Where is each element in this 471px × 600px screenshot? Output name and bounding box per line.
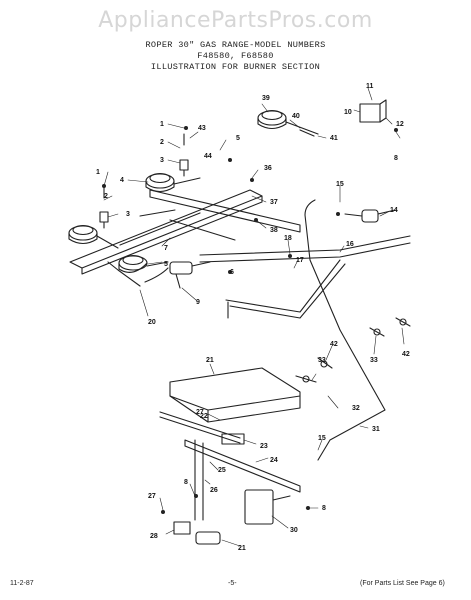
callout-8: 8: [184, 479, 188, 486]
callout-17: 17: [296, 257, 304, 264]
callout-33: 33: [318, 357, 326, 364]
leader-lines: [103, 87, 405, 547]
burner-right-front: [118, 254, 169, 273]
callout-9: 9: [196, 299, 200, 306]
callout-2: 2: [104, 193, 108, 200]
callout-43: 43: [198, 125, 206, 132]
callout-22: 22: [200, 413, 208, 420]
callout-4: 4: [120, 177, 124, 184]
burner-valve: [169, 261, 211, 289]
burner-top-right: [257, 109, 319, 137]
watermark: AppliancePartsPros.com: [98, 8, 373, 33]
callout-8: 8: [394, 155, 398, 162]
callout-32: 32: [352, 405, 360, 412]
diagram-title: ROPER 30" GAS RANGE-MODEL NUMBERS: [145, 40, 326, 50]
burner-bracket: [69, 189, 263, 275]
callout-27: 27: [148, 493, 156, 500]
callout-5: 5: [236, 135, 240, 142]
revision-date: 11-2-87: [10, 580, 34, 587]
callout-20: 20: [148, 319, 156, 326]
bracket-clip: [173, 521, 191, 535]
callout-24: 24: [270, 457, 278, 464]
callout-2: 2: [160, 139, 164, 146]
callout-40: 40: [292, 113, 300, 120]
safety-valve: [244, 489, 291, 525]
parts-list-note: (For Parts List See Page 6): [360, 580, 445, 587]
callout-8: 8: [322, 505, 326, 512]
callout-39: 39: [262, 95, 270, 102]
callout-30: 30: [290, 527, 298, 534]
oven-burner: [159, 411, 245, 445]
callout-15: 15: [336, 181, 344, 188]
spark-igniter: [99, 133, 189, 229]
cross-bar: [139, 189, 301, 241]
callout-10: 10: [344, 109, 352, 116]
callout-21: 21: [206, 357, 214, 364]
callout-27: 27: [196, 409, 204, 416]
callout-41: 41: [330, 135, 338, 142]
callout-36: 36: [264, 165, 272, 172]
manifold-pipe: [199, 235, 411, 319]
callout-1: 1: [160, 121, 164, 128]
gas-supply-line: [304, 199, 386, 461]
callout-21: 21: [238, 545, 246, 552]
igniter-base: [195, 531, 221, 545]
callout-23: 23: [260, 443, 268, 450]
callout-3: 3: [160, 157, 164, 164]
gas-tube: [107, 261, 141, 287]
callout-14: 14: [390, 207, 398, 214]
callout-42: 42: [402, 351, 410, 358]
model-numbers: F48580, F68580: [197, 51, 274, 61]
callout-44: 44: [204, 153, 212, 160]
callout-18: 18: [284, 235, 292, 242]
oven-burner-bracket: [184, 439, 301, 521]
orifice-fitting: [295, 317, 411, 383]
callout-42: 42: [330, 341, 338, 348]
callout-5: 5: [164, 261, 168, 268]
callout-33: 33: [370, 357, 378, 364]
callout-6: 6: [230, 269, 234, 276]
callout-37: 37: [270, 199, 278, 206]
callout-1: 1: [96, 169, 100, 176]
burner-shield: [169, 367, 301, 423]
burner-left-front: [68, 224, 119, 249]
section-title: ILLUSTRATION FOR BURNER SECTION: [150, 62, 321, 72]
callout-26: 26: [210, 487, 218, 494]
callout-numbers: 1432344514237520693637383940411110128151…: [96, 83, 410, 552]
callout-15: 15: [318, 435, 326, 442]
callout-7: 7: [164, 245, 168, 252]
callout-31: 31: [372, 426, 380, 433]
callout-3: 3: [126, 211, 130, 218]
mounting-bracket: [359, 99, 387, 123]
callout-11: 11: [366, 83, 374, 90]
callout-25: 25: [218, 467, 226, 474]
pressure-regulator: [344, 209, 396, 223]
callout-28: 28: [150, 533, 158, 540]
burner-left-rear: [145, 172, 201, 193]
page-number: -5-: [228, 580, 237, 587]
callout-12: 12: [396, 121, 404, 128]
screws: [102, 126, 398, 514]
callout-16: 16: [346, 241, 354, 248]
callout-38: 38: [270, 227, 278, 234]
